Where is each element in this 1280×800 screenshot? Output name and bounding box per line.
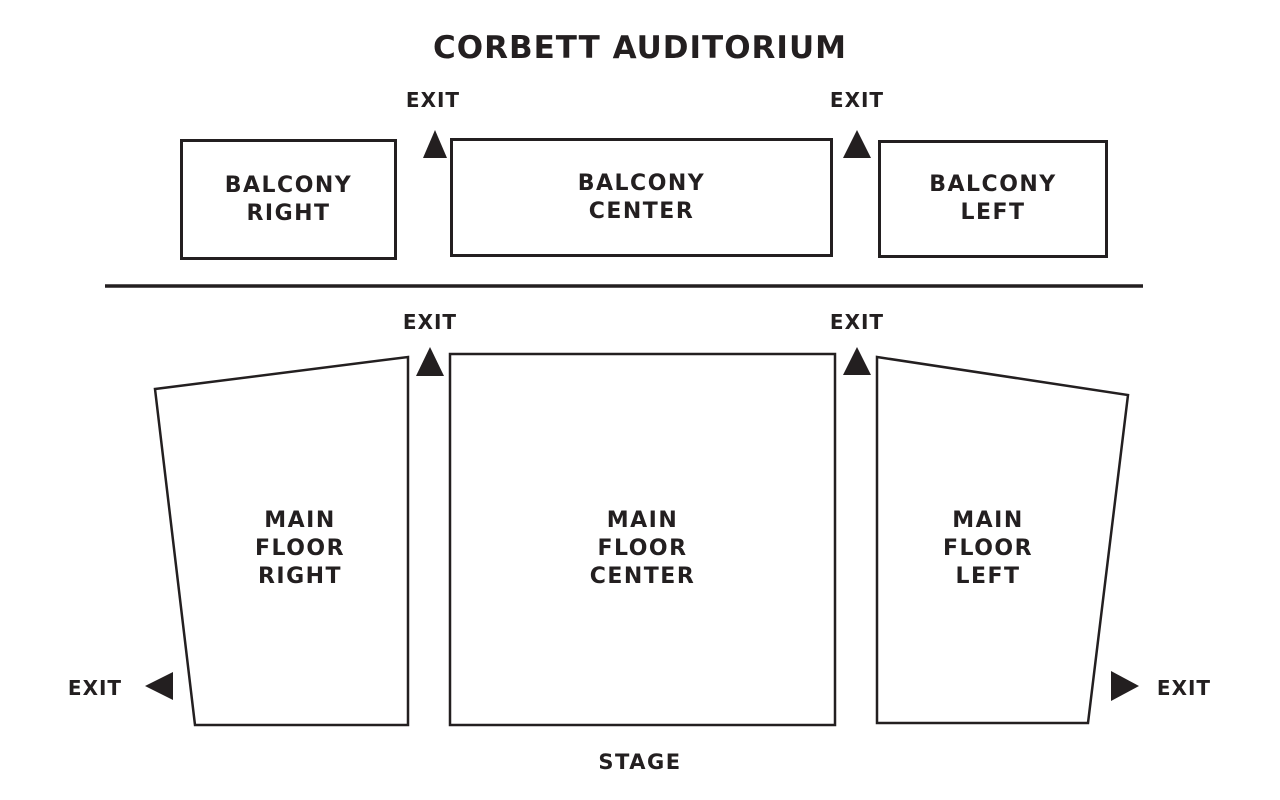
exit-arrow-right-icon [1111,671,1139,701]
exit-arrow-up-icon [416,347,444,376]
main-floor-left-outline [875,355,1130,725]
balcony-left-outline [878,140,1108,258]
exit-arrow-left-icon [145,672,173,700]
exit-arrow-up-icon [843,347,871,375]
exit-arrow-up-icon [843,130,871,158]
main-floor-right-outline [153,355,410,727]
balcony-right-outline [180,139,397,260]
chart-title: CORBETT AUDITORIUM [433,30,847,66]
exit-arrow-up-icon [423,130,447,158]
balcony-center-outline [450,138,833,257]
main-floor-center-outline [448,352,837,727]
stage-label: STAGE [598,750,682,774]
